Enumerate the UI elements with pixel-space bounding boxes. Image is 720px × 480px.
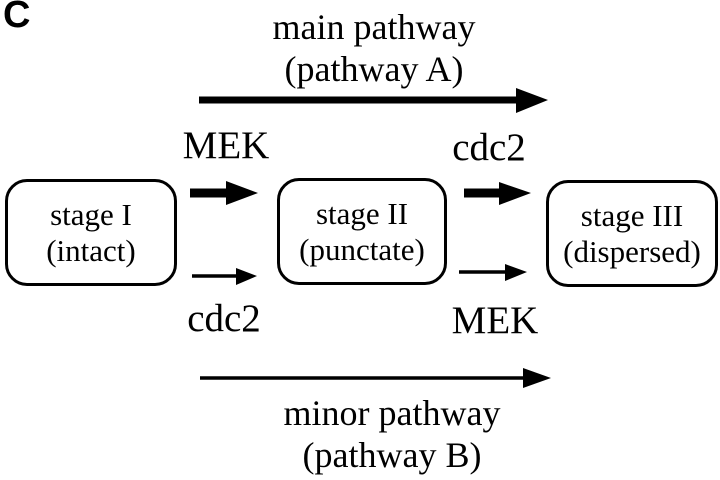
transition-2-minor-kinase-label: MEK [451,299,539,342]
transition-2-main-kinase-label: cdc2 [452,126,526,169]
transition-1-main-right-arrow-icon [190,181,258,205]
main-pathway-title: main pathway (pathway A) [273,6,476,90]
stage-1-name: stage I [50,196,132,232]
stage-2-state: (punctate) [299,231,425,267]
stage-box-2: stage II (punctate) [277,178,447,285]
minor-pathway-title-line2: (pathway B) [302,435,482,476]
stage-box-1: stage I (intact) [5,179,177,286]
transition-1-minor-kinase-label: cdc2 [187,297,261,340]
stage-1-state: (intact) [46,232,136,268]
main-pathway-right-arrow-icon [199,88,548,113]
stage-3-name: stage III [580,197,684,233]
transition-2-main-right-arrow-icon [464,182,531,205]
stage-box-3: stage III (dispersed) [546,180,718,287]
minor-pathway-title-line1: minor pathway [283,393,501,433]
minor-pathway-title: minor pathway (pathway B) [284,392,501,476]
transition-1-main-kinase-label: MEK [182,124,270,167]
minor-pathway-right-arrow-icon [200,368,551,388]
main-pathway-title-line2: (pathway A) [284,49,464,90]
stage-2-name: stage II [315,195,409,231]
transition-2-minor-right-arrow-icon [459,264,527,281]
stage-3-state: (dispersed) [563,233,701,269]
main-pathway-title-line1: main pathway [272,7,476,47]
panel-label: C [3,0,31,36]
transition-1-minor-right-arrow-icon [192,268,257,285]
